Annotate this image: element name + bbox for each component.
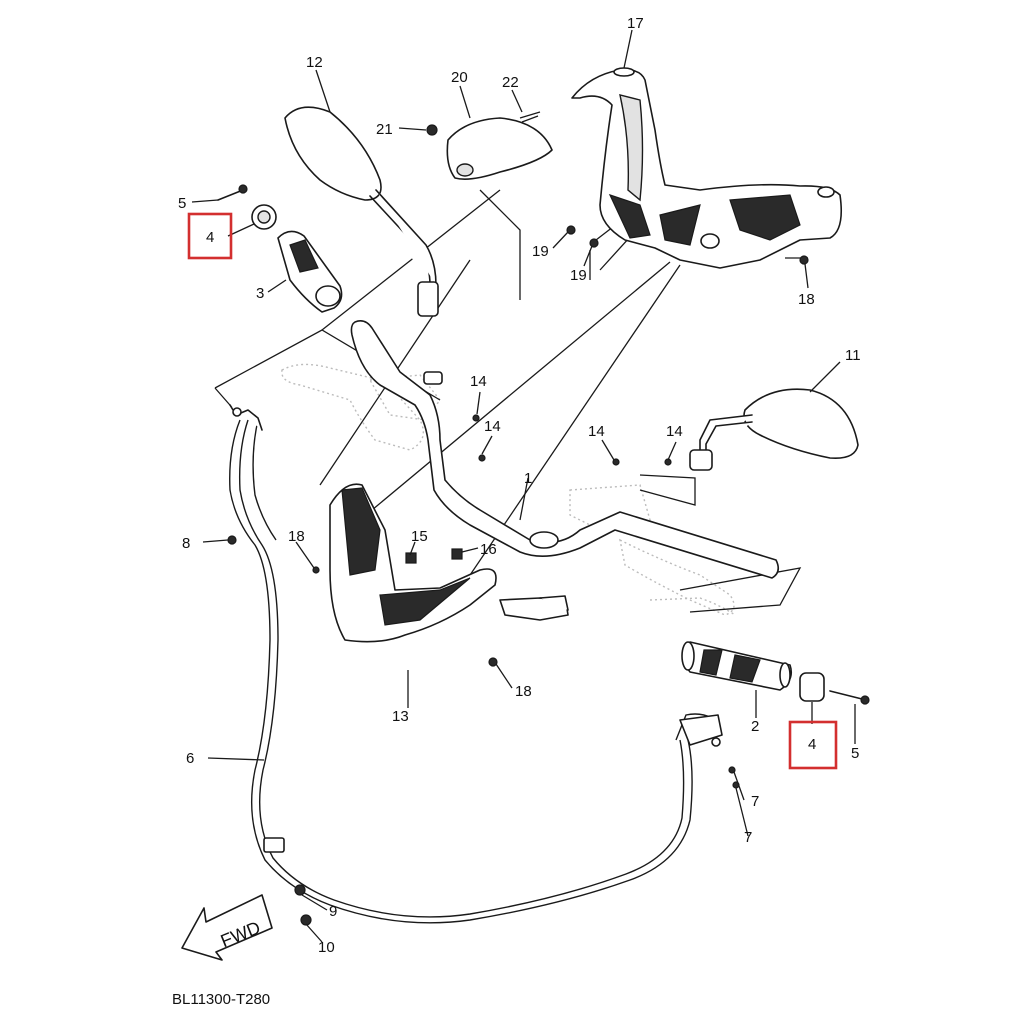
callout-19-a: 19 (532, 243, 549, 260)
callout-leaders (191, 29, 856, 943)
lower-handlebar-cover (329, 483, 569, 643)
callout-18-top: 18 (798, 291, 815, 308)
right-mirror (689, 388, 859, 471)
callout-4-left: 4 (206, 229, 214, 246)
left-mirror (284, 106, 439, 317)
callout-16: 16 (480, 541, 497, 558)
callout-10: 10 (318, 939, 335, 956)
screw-5-left (217, 184, 248, 201)
callout-17: 17 (627, 15, 644, 32)
callout-7-a: 7 (751, 793, 759, 810)
callout-19-b: 19 (570, 267, 587, 284)
callout-21: 21 (376, 121, 393, 138)
callout-14-b: 14 (484, 418, 501, 435)
pin-22 (519, 111, 541, 123)
callout-7-b: 7 (744, 829, 752, 846)
left-grip (277, 230, 343, 313)
center-cover-panel (446, 117, 553, 180)
upper-handlebar-cover (571, 67, 843, 269)
forward-direction-arrow: FWD (181, 894, 273, 961)
callout-4-right: 4 (808, 736, 816, 753)
bar-end-weight-left (251, 204, 277, 230)
bar-end-weight-right (799, 672, 825, 702)
callout-11: 11 (845, 347, 861, 364)
callout-5-right: 5 (851, 745, 859, 762)
phantom-reference-parts (281, 363, 736, 616)
callout-18-low: 18 (515, 683, 532, 700)
callout-14-a: 14 (470, 373, 487, 390)
callout-8: 8 (182, 535, 190, 552)
screw-21 (426, 124, 438, 136)
callout-14-d: 14 (666, 423, 683, 440)
callout-3: 3 (256, 285, 264, 302)
callout-18-mid: 18 (288, 528, 305, 545)
callout-20: 20 (451, 69, 468, 86)
callout-labels: 17 12 20 22 21 5 4 3 19 19 18 11 14 14 1… (178, 15, 861, 956)
callout-5-left: 5 (178, 195, 186, 212)
diagram-code: BL11300-T280 (172, 991, 270, 1008)
highlight-box-4-right (788, 720, 838, 770)
throttle-cable (229, 404, 723, 924)
screw-5-right (829, 690, 870, 705)
highlight-boxes (187, 212, 838, 770)
small-fasteners (227, 225, 809, 926)
callout-12: 12 (306, 54, 323, 71)
callout-22: 22 (502, 74, 519, 91)
callout-14-c: 14 (588, 423, 605, 440)
callout-6: 6 (186, 750, 194, 767)
callout-9: 9 (329, 903, 337, 920)
callout-15: 15 (411, 528, 428, 545)
callout-1: 1 (524, 470, 532, 487)
right-throttle-grip (681, 641, 793, 691)
callout-13: 13 (392, 708, 409, 725)
highlight-box-4-left (187, 212, 233, 260)
handlebar (350, 320, 780, 579)
callout-2: 2 (751, 718, 759, 735)
